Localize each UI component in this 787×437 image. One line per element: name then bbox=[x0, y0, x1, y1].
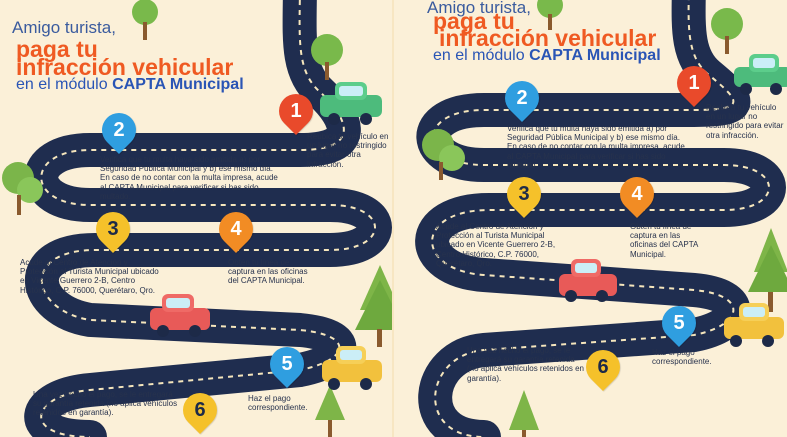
road-illustration bbox=[415, 0, 787, 437]
step-3-text: Acude al Centro de Atención y Protección… bbox=[436, 222, 556, 268]
car-icon bbox=[322, 346, 382, 390]
tree-icon bbox=[422, 129, 465, 180]
tree-icon bbox=[711, 8, 743, 54]
title-line-1: Amigo turista, bbox=[427, 0, 531, 17]
car-icon bbox=[150, 294, 210, 337]
step-5-number: 5 bbox=[673, 311, 685, 334]
tree-icon bbox=[748, 228, 787, 312]
tree-icon bbox=[132, 0, 158, 40]
tree-icon bbox=[509, 390, 539, 437]
tree-icon bbox=[2, 162, 43, 215]
panel-divider bbox=[392, 0, 395, 437]
step-4-text: Obtén tu línea de captura en las oficina… bbox=[228, 258, 308, 286]
step-5-text: Haz el pago correspondiente. bbox=[652, 348, 712, 367]
map-pin-icon: 1 bbox=[271, 86, 321, 136]
step-2-text: Verifica que tu multa haya sido emitida … bbox=[100, 155, 278, 201]
map-pin-icon: 5 bbox=[262, 339, 312, 389]
map-pin-icon: 4 bbox=[612, 169, 662, 219]
step-3-number: 3 bbox=[107, 217, 119, 240]
title-line-3: infracción vehicular bbox=[439, 25, 657, 51]
car-icon bbox=[320, 82, 382, 125]
title-line-4: en el módulo CAPTA Municipal bbox=[16, 76, 244, 94]
map-pin-icon: 2 bbox=[497, 73, 547, 123]
step-2-number: 2 bbox=[113, 118, 125, 141]
step-3-number: 3 bbox=[518, 182, 530, 205]
car-icon bbox=[559, 259, 617, 302]
tree-icon bbox=[355, 265, 394, 347]
left-infographic-panel: Amigo turista, paga tu infracción vehicu… bbox=[0, 0, 394, 437]
map-pin-icon: 6 bbox=[175, 385, 225, 435]
title-line-4-emphasis: CAPTA Municipal bbox=[112, 76, 244, 93]
step-2-number: 2 bbox=[516, 86, 528, 109]
step-1-text: Reubica tu vehículo en un lugar no restr… bbox=[307, 132, 389, 169]
step-3-text: Acude al Centro de Atención y Protección… bbox=[20, 258, 159, 295]
car-icon bbox=[734, 54, 787, 95]
step-6-text: Una vez hecho el pago, se le entregará s… bbox=[467, 346, 584, 383]
title-line-4: en el módulo CAPTA Municipal bbox=[433, 47, 661, 65]
car-icon bbox=[724, 303, 784, 347]
step-4-number: 4 bbox=[631, 182, 643, 205]
map-pin-icon: 3 bbox=[88, 204, 138, 254]
step-4-number: 4 bbox=[230, 217, 242, 240]
step-5-text: Haz el pago correspondiente. bbox=[248, 394, 308, 413]
map-pin-icon: 3 bbox=[499, 169, 549, 219]
step-6-number: 6 bbox=[194, 398, 206, 421]
title-line-2: paga tu bbox=[16, 36, 98, 62]
step-2-text: Verifica que tu multa haya sido emitida … bbox=[507, 124, 685, 170]
step-6-number: 6 bbox=[597, 355, 609, 378]
title-line-4-prefix: en el módulo bbox=[16, 76, 108, 93]
title-line-4-emphasis: CAPTA Municipal bbox=[529, 47, 661, 64]
road-illustration bbox=[2, 0, 394, 437]
map-pin-icon: 2 bbox=[94, 105, 144, 155]
right-infographic-panel: Amigo turista, paga tu infracción vehicu… bbox=[394, 0, 787, 437]
title-line-4-prefix: en el módulo bbox=[433, 47, 525, 64]
tree-icon bbox=[311, 34, 343, 80]
map-pin-icon: 4 bbox=[211, 204, 261, 254]
map-pin-icon: 1 bbox=[669, 58, 719, 108]
tree-icon bbox=[537, 0, 563, 30]
step-1-text: Reubica tu vehículo en un lugar no restr… bbox=[706, 103, 784, 140]
title-line-1: Amigo turista, bbox=[12, 18, 116, 37]
step-5-number: 5 bbox=[281, 352, 293, 375]
title-line-2: paga tu bbox=[433, 8, 515, 34]
step-1-number: 1 bbox=[688, 71, 700, 94]
step-6-text: Una vez hecho el pago, se le entregará s… bbox=[33, 390, 178, 418]
tree-icon bbox=[315, 385, 345, 437]
step-4-text: Obtén tu línea de captura en las oficina… bbox=[630, 222, 698, 259]
step-1-number: 1 bbox=[290, 99, 302, 122]
title-line-3: infracción vehicular bbox=[16, 54, 234, 80]
map-pin-icon: 5 bbox=[654, 298, 704, 348]
